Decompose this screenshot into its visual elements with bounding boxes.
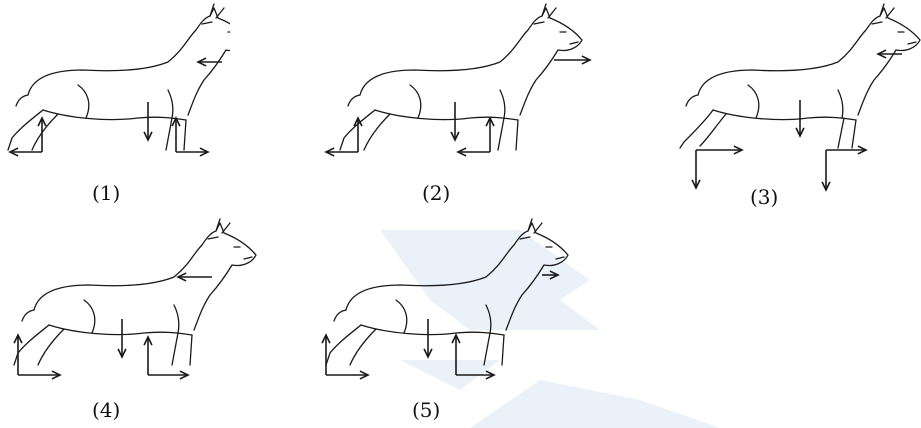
force-arrow-front-horizontal	[148, 370, 190, 380]
panel-label-4: (4)	[92, 398, 121, 422]
force-arrow-front-up	[485, 116, 495, 152]
force-arrow-body	[450, 102, 460, 142]
panel-3: (3)	[670, 0, 921, 215]
force-arrow-head	[542, 270, 560, 280]
goat-drawing-2	[324, 3, 592, 157]
force-arrow-hind-horizontal	[326, 370, 370, 380]
panel-2: (2)	[300, 0, 600, 215]
force-arrow-hind-up	[37, 116, 47, 152]
force-arrow-head	[876, 49, 902, 59]
panel-5: (5)	[310, 215, 570, 428]
goat-outline	[339, 3, 583, 151]
force-arrow-front-horizontal	[456, 147, 490, 157]
force-arrow-front-up	[451, 333, 461, 375]
goat-outline	[325, 218, 569, 366]
force-arrow-hind-horizontal	[324, 147, 358, 157]
force-arrow-front-down	[821, 150, 831, 192]
force-arrow-head	[196, 57, 222, 67]
panel-label-5: (5)	[412, 398, 441, 422]
force-arrow-body	[795, 100, 805, 138]
force-arrow-hind-horizontal	[18, 370, 62, 380]
force-arrow-hind-up	[13, 333, 23, 375]
force-arrow-front-horizontal	[456, 370, 496, 380]
force-arrow-hind-up	[353, 116, 363, 152]
force-arrow-body	[423, 319, 433, 359]
goat-outline	[13, 218, 257, 366]
panel-4: (4)	[0, 215, 260, 428]
goat-drawing-5	[321, 218, 569, 380]
force-arrow-hind-horizontal	[696, 145, 744, 155]
force-arrow-hind-horizontal	[8, 147, 42, 157]
force-arrow-front-up	[143, 335, 153, 375]
panel-label-2: (2)	[422, 181, 451, 205]
force-arrow-front-horizontal	[176, 147, 210, 157]
panel-1: (1)	[0, 0, 251, 215]
panel-label-1: (1)	[92, 181, 121, 205]
force-arrow-head	[554, 55, 592, 65]
force-arrow-hind-up	[321, 333, 331, 375]
force-arrow-front-up	[171, 116, 181, 152]
goat-drawing-3	[679, 3, 921, 192]
goat-drawing-1	[7, 3, 251, 157]
goat-outline	[7, 3, 251, 151]
force-arrow-body	[143, 102, 153, 142]
force-arrow-head	[176, 272, 212, 282]
force-arrow-hind-down	[691, 150, 701, 190]
panel-label-3: (3)	[750, 185, 779, 209]
force-arrow-front-horizontal	[826, 145, 868, 155]
goat-outline	[679, 3, 921, 149]
goat-drawing-4	[13, 218, 257, 380]
force-arrow-body	[117, 319, 127, 359]
